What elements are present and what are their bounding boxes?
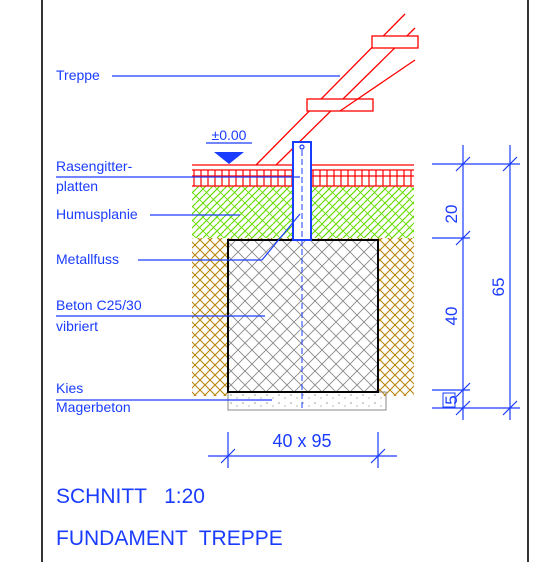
dim-5: 5 [442,395,461,404]
title-line-1: SCHNITT 1:20 [56,485,205,508]
label-treppe: Treppe [56,67,100,83]
vertical-dimensions [432,145,520,420]
label-rasengitter-1: Rasengitter- [56,158,133,174]
leader-metallfuss-diag [261,213,301,261]
label-magerbeton: Magerbeton [56,399,131,415]
label-kies: Kies [56,380,83,396]
dim-20: 20 [442,205,461,224]
dim-40: 40 [442,307,461,326]
dim-65: 65 [489,278,508,297]
label-beton-2: vibriert [56,318,98,334]
horizontal-dimension [208,432,397,468]
title-line-2: FUNDAMENT TREPPE [56,527,283,550]
label-metallfuss: Metallfuss [56,251,119,267]
label-rasengitter-2: platten [56,178,98,194]
stair-stringer [255,13,419,166]
dim-width: 40 x 95 [272,431,331,451]
dim-5-box [442,392,456,408]
gravel-right [378,238,414,396]
label-humusplanie: Humusplanie [56,206,138,222]
level-marker-icon [214,152,244,164]
gravel-left [192,238,228,396]
metal-foot-bolt [299,144,305,150]
lean-concrete-layer [227,391,387,411]
label-beton-1: Beton C25/30 [56,297,142,313]
level-label: ±0.00 [212,127,247,143]
